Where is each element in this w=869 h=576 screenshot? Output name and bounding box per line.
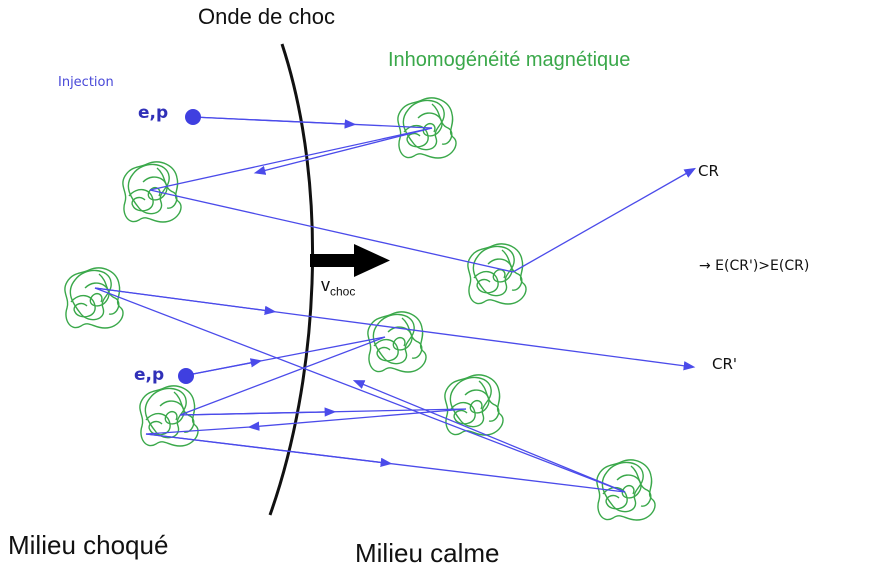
particles-label: e,p	[138, 103, 169, 123]
particle-dot-icon	[178, 368, 194, 384]
shock-velocity-label: vchoc	[321, 275, 355, 299]
injection-label: Injection	[58, 75, 114, 90]
magnetic-inhomogeneity-icon	[367, 311, 427, 373]
calm-medium-label: Milieu calme	[355, 538, 500, 568]
shock-front	[268, 43, 315, 516]
velocity-symbol: v	[321, 275, 330, 295]
energy-relation-label: → E(CR')>E(CR)	[699, 258, 810, 274]
particle-path-upper	[149, 116, 697, 273]
shock-wave-label: Onde de choc	[198, 4, 335, 29]
magnetic-inhomogeneity-icon	[467, 243, 527, 305]
velocity-subscript: choc	[330, 284, 356, 299]
shocked-medium-label: Milieu choqué	[8, 530, 169, 560]
shock-velocity-arrow	[310, 244, 390, 277]
inhomogeneity-label: Inhomogénéité magnétique	[388, 49, 631, 71]
particle-path-lower	[94, 287, 696, 493]
magnetic-inhomogeneities	[64, 97, 656, 521]
magnetic-inhomogeneity-icon	[122, 161, 182, 223]
particle-dot-icon	[185, 109, 201, 125]
cosmic-ray-prime-label: CR'	[712, 355, 738, 373]
magnetic-inhomogeneity-icon	[64, 267, 124, 329]
particles-label: e,p	[134, 365, 165, 385]
cosmic-ray-label: CR	[698, 162, 719, 180]
